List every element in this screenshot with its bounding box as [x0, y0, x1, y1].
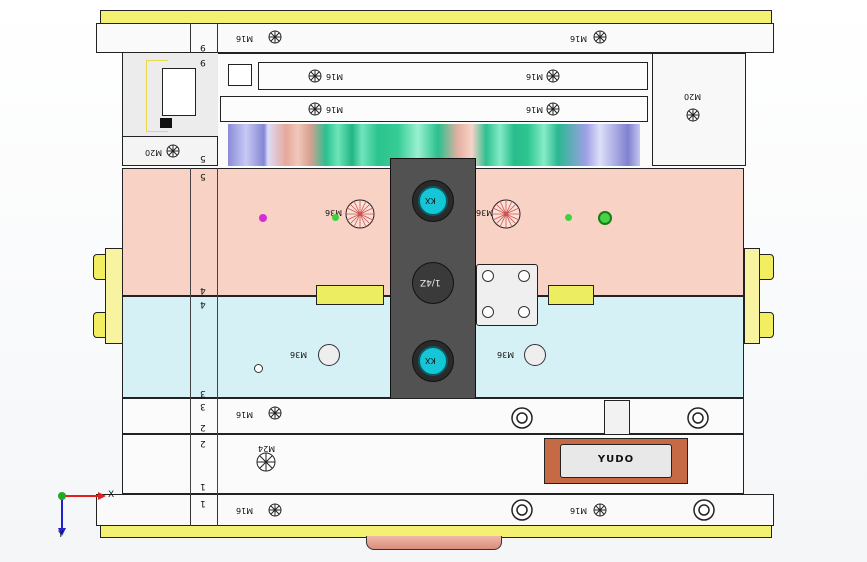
ejector-housing-right: [652, 53, 746, 166]
middle-knob-label: 1/4Z: [420, 277, 441, 287]
guide-pin-bot-right: [693, 499, 715, 521]
guide-pin-mid-right: [687, 407, 709, 429]
screw-head-cavity-left: [345, 199, 375, 229]
screw-label-ejector-lower-left: M16: [326, 105, 344, 114]
screw-head-side-right: [686, 108, 700, 122]
support-plate-3[interactable]: [122, 398, 744, 434]
screw-label-ejector-upper-left: M16: [326, 72, 344, 81]
screw-label-bottom-right: M16: [570, 506, 588, 515]
guide-pin-mid-left: [511, 407, 533, 429]
yudo-label: YUDO: [597, 454, 635, 465]
alignment-bore-left: [318, 344, 340, 366]
axis-triad: [58, 492, 106, 536]
screw-label-top-left: M16: [236, 34, 254, 43]
screw-label-top-right: M16: [570, 34, 588, 43]
triad-x-label: X: [108, 490, 115, 500]
plate-number-4-cavity: 4: [200, 285, 206, 295]
screw-head-ejector-ur: [546, 69, 560, 83]
plate-number-2-support: 2: [200, 422, 206, 432]
screw-head-ejector-lr: [546, 102, 560, 116]
plate-number-3-support: 3: [200, 401, 206, 411]
alignment-bore-right: [524, 344, 546, 366]
screw-head-plate2-left: [268, 406, 282, 420]
sprue-bushing[interactable]: [366, 536, 502, 550]
plate-number-3-core: 3: [200, 388, 206, 398]
screw-label-ejector-lower-right: M16: [526, 105, 544, 114]
screw-label-plate1-left: M24: [258, 444, 276, 453]
screw-head-top-right: [593, 30, 607, 44]
screw-label-side-left: M20: [145, 148, 163, 157]
cooling-port: [598, 211, 612, 225]
lower-knob-label: KX: [425, 356, 436, 365]
plate-number-9-top: 9: [200, 42, 206, 52]
connector-plug[interactable]: [228, 64, 252, 86]
side-lock-right[interactable]: [548, 285, 594, 305]
ejector-plate-lower[interactable]: [220, 96, 648, 122]
lifting-lug-right-lower[interactable]: [758, 312, 774, 338]
wire-frame: [146, 60, 168, 132]
ejector-pin-hole: [254, 364, 263, 373]
cooling-point-magenta: [259, 214, 267, 222]
screw-label-ejector-upper-right: M16: [526, 72, 544, 81]
screw-head-ejector-ll: [308, 102, 322, 116]
screw-head-ejector-ul: [308, 69, 322, 83]
screw-label-core-left: M36: [290, 350, 308, 359]
plate-number-2: 2: [200, 438, 206, 448]
plate-number-5-upper: 5: [200, 153, 206, 163]
screw-head-bottom-left: [268, 503, 282, 517]
screw-label-plate2-left: M16: [236, 410, 254, 419]
cooling-point-green-right: [565, 214, 572, 221]
screw-head-plate1-left: [256, 452, 276, 472]
screw-label-core-right: M36: [497, 350, 515, 359]
guide-pin-bot-left: [511, 499, 533, 521]
triad-y-label: Y: [58, 530, 64, 540]
screw-head-top-left: [268, 30, 282, 44]
top-plate[interactable]: [96, 23, 774, 53]
plate-number-1: 1: [200, 481, 206, 491]
side-lock-left[interactable]: [316, 285, 384, 305]
cooling-point-green-left: [332, 214, 339, 221]
middle-knob[interactable]: [412, 262, 454, 304]
lifting-lug-right-upper[interactable]: [758, 254, 774, 280]
plate-number-1-bottom: 1: [200, 498, 206, 508]
terminal-box[interactable]: [162, 68, 196, 116]
upper-knob-label: KX: [425, 196, 436, 205]
top-clamp-plate[interactable]: [100, 10, 772, 24]
screw-head-bottom-right: [593, 503, 607, 517]
screw-label-side-right: M20: [684, 92, 702, 101]
plate-number-5-cavity: 5: [200, 171, 206, 181]
screw-label-bottom-left: M16: [236, 506, 254, 515]
screw-head-cavity-right: [491, 199, 521, 229]
plate-number-4-core: 4: [200, 299, 206, 309]
ejector-plate-upper[interactable]: [258, 62, 648, 90]
screw-head-side-left: [166, 144, 180, 158]
plate-number-9-mid: 9: [200, 57, 206, 67]
bottom-plate[interactable]: [96, 494, 774, 526]
